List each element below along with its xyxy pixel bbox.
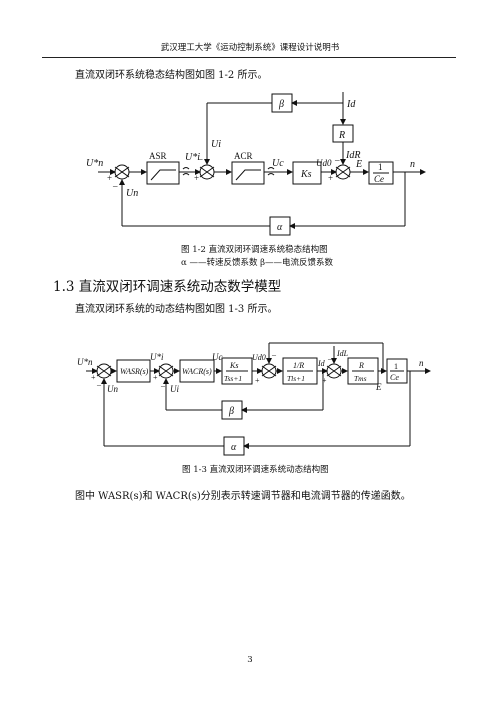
label-uc: Uc: [272, 158, 284, 169]
figure-dynamic-diagram: U*n WASR(s) U*i WACR(s) Uc Ks Tss+1 Ud0 …: [77, 342, 431, 456]
svg-text:+: +: [91, 373, 96, 382]
dyn-label-n: n: [419, 358, 424, 368]
paragraph-closing: 图中 WASR(s)和 WACR(s)分别表示转速调节器和电流调节器的传递函数。: [75, 491, 411, 502]
page-number: 3: [247, 655, 253, 665]
label-beta: β: [278, 99, 284, 110]
svg-text:+: +: [255, 376, 260, 385]
dyn-label-r: R: [358, 361, 364, 370]
dyn-label-tms: Tms: [354, 374, 367, 383]
label-r: R: [338, 130, 345, 141]
label-alpha: α: [277, 222, 283, 233]
dyn-label-un-star: U*n: [77, 357, 93, 367]
acr-block: [231, 161, 265, 185]
label-un: Un: [126, 188, 138, 199]
ks-block: [292, 161, 322, 185]
figure-steady-state-diagram: β Id R Ui IdR U*i ASR ACR Uc Ud0 E U*n K…: [86, 92, 426, 236]
label-un-star: U*n: [86, 158, 103, 169]
dyn-label-uc: Uc: [212, 352, 223, 362]
dyn-label-ks: Ks: [229, 361, 238, 370]
label-ui-star: U*i: [185, 152, 200, 163]
one-over-ce-block: [368, 161, 394, 185]
svg-text:–: –: [334, 155, 340, 165]
label-ce: Ce: [374, 174, 384, 184]
dyn-label-ud0: Ud0: [252, 353, 266, 362]
dyn-label-idl: IdL: [336, 349, 349, 358]
figure-1-2-legend: α ——转速反馈系数 β——电流反馈系数: [181, 258, 334, 268]
svg-text:+: +: [194, 173, 199, 183]
svg-text:–: –: [327, 354, 333, 363]
dyn-label-id: Id: [317, 359, 326, 368]
svg-text:+: +: [107, 173, 112, 183]
dyn-label-beta: β: [228, 406, 234, 417]
figure-1-2-caption: 图 1-2 直流双闭环调速系统稳态结构图: [181, 245, 328, 255]
dyn-label-ce: Ce: [390, 373, 399, 382]
label-ks: Ks: [300, 169, 312, 180]
dyn-label-un: Un: [107, 384, 118, 394]
label-idr: IdR: [345, 150, 360, 161]
label-asr: ASR: [149, 151, 167, 161]
svg-text:+: +: [153, 373, 158, 382]
label-acr: ACR: [234, 151, 253, 161]
svg-text:+: +: [322, 376, 327, 385]
svg-text:–: –: [96, 380, 102, 389]
label-ud0: Ud0: [316, 158, 332, 168]
svg-text:+: +: [328, 173, 333, 183]
dyn-label-ui: Ui: [170, 384, 179, 394]
svg-text:–: –: [112, 181, 118, 191]
label-e: E: [355, 159, 362, 170]
asr-block: [146, 161, 180, 185]
dyn-label-tls: Tls+1: [287, 374, 305, 383]
dyn-label-one-r: 1/R: [293, 361, 304, 370]
label-ui: Ui: [211, 139, 221, 150]
label-id: Id: [346, 99, 356, 110]
header-rule: [42, 57, 456, 58]
dyn-label-ui-star: U*i: [150, 352, 164, 362]
running-header: 武汉理工大学《运动控制系统》课程设计说明书: [160, 43, 340, 53]
svg-text:–: –: [271, 350, 277, 359]
section-heading: 1.3 直流双闭环调速系统动态数学模型: [53, 279, 282, 295]
dyn-label-wasr: WASR(s): [120, 367, 149, 376]
paragraph-intro-dynamic: 直流双闭环系统的动态结构图如图 1-3 所示。: [75, 304, 278, 315]
dyn-label-alpha: α: [231, 442, 237, 453]
label-one: 1: [378, 162, 383, 172]
dyn-label-e: E: [375, 382, 382, 392]
dyn-label-one: 1: [394, 362, 398, 371]
label-n: n: [410, 159, 415, 170]
paragraph-intro-steady: 直流双闭环系统稳态结构图如图 1-2 所示。: [75, 70, 268, 81]
dyn-label-wacr: WACR(s): [182, 367, 212, 376]
figure-1-3-caption: 图 1-3 直流双闭环调速系统动态结构图: [182, 465, 329, 475]
svg-text:–: –: [160, 381, 166, 390]
svg-text:–: –: [197, 154, 203, 164]
dyn-label-tss: Tss+1: [224, 374, 242, 383]
